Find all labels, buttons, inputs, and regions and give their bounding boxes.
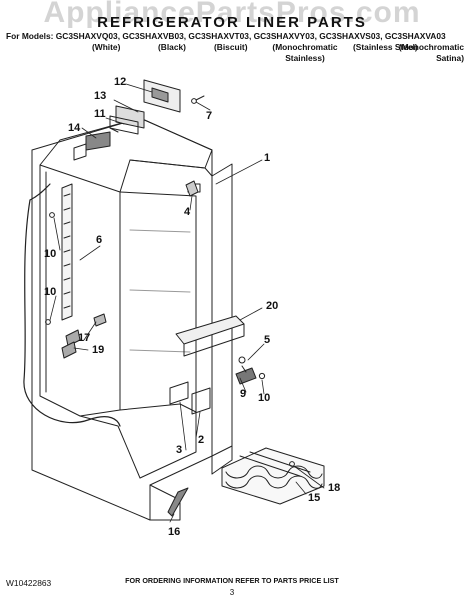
bracket-3 xyxy=(169,381,189,405)
variant-black: (Black) xyxy=(158,42,186,52)
callout-11: 11 xyxy=(94,108,106,120)
screw-10-a xyxy=(49,212,55,218)
ordering-note: FOR ORDERING INFORMATION REFER TO PARTS … xyxy=(125,576,339,585)
variant-monochromatic-stainless: (Monochromatic Stainless) xyxy=(272,42,338,63)
page-title: REFRIGERATOR LINER PARTS xyxy=(97,14,367,31)
screw-10-b xyxy=(45,319,51,325)
callout-17: 16 xyxy=(168,526,181,538)
callout-6: 6 xyxy=(96,234,103,246)
variant-biscuit: (Biscuit) xyxy=(214,42,248,52)
cover-19-edge xyxy=(183,323,245,357)
screw-10-right xyxy=(258,372,266,380)
page-number: 3 xyxy=(229,588,235,597)
clip-4 xyxy=(185,180,199,197)
callout-14: 14 xyxy=(68,122,81,134)
liner-assembly xyxy=(23,117,233,521)
screw-7-head xyxy=(191,98,197,104)
heater-strip xyxy=(61,183,73,321)
evaporator-coil xyxy=(221,447,325,505)
callout-10-a: 10 xyxy=(44,248,57,260)
screw-5 xyxy=(238,356,246,364)
callout-13: 13 xyxy=(94,90,107,102)
callout-7: 7 xyxy=(206,110,213,122)
variant-white: (White) xyxy=(92,42,121,52)
sensor-17 xyxy=(167,487,189,517)
callout-3: 3 xyxy=(176,444,183,456)
callout-18: 19 xyxy=(92,344,105,356)
bracket-2 xyxy=(191,387,211,415)
model-list: For Models: GC3SHAXVQ03, GC3SHAXVB03, GC… xyxy=(6,31,446,41)
model-variants: (White) (Black) (Biscuit) (Monochromatic… xyxy=(6,42,464,66)
callout-9: 9 xyxy=(240,388,247,400)
callout-2: 2 xyxy=(198,434,205,446)
callout-19: 20 xyxy=(266,300,279,312)
callout-10-c: 10 xyxy=(258,392,271,404)
leader-lines xyxy=(49,83,325,523)
callout-16: 15 xyxy=(308,492,321,504)
callout-5: 5 xyxy=(264,334,271,346)
callout-12: 12 xyxy=(114,76,127,88)
callout-4: 4 xyxy=(184,206,191,218)
watermark: AppliancePartsPros.com xyxy=(43,0,421,29)
screw-20 xyxy=(289,461,295,467)
callout-1: 1 xyxy=(264,152,271,164)
callout-15: 17 xyxy=(78,332,91,344)
callout-10-b: 10 xyxy=(44,286,57,298)
bracket-9 xyxy=(235,367,257,385)
callout-20: 18 xyxy=(328,482,341,494)
screw-7 xyxy=(195,95,205,101)
light-housing-assembly xyxy=(73,79,181,161)
bracket-15 xyxy=(65,329,81,347)
bracket-18 xyxy=(61,341,77,359)
bracket-15b xyxy=(93,313,107,327)
variant-monochromatic-satina: (Monochromatic Satina) xyxy=(398,42,464,63)
document-part-number: W10422863 xyxy=(6,578,52,588)
variant-stainless-steel: (Stainless Steel) xyxy=(353,42,418,52)
